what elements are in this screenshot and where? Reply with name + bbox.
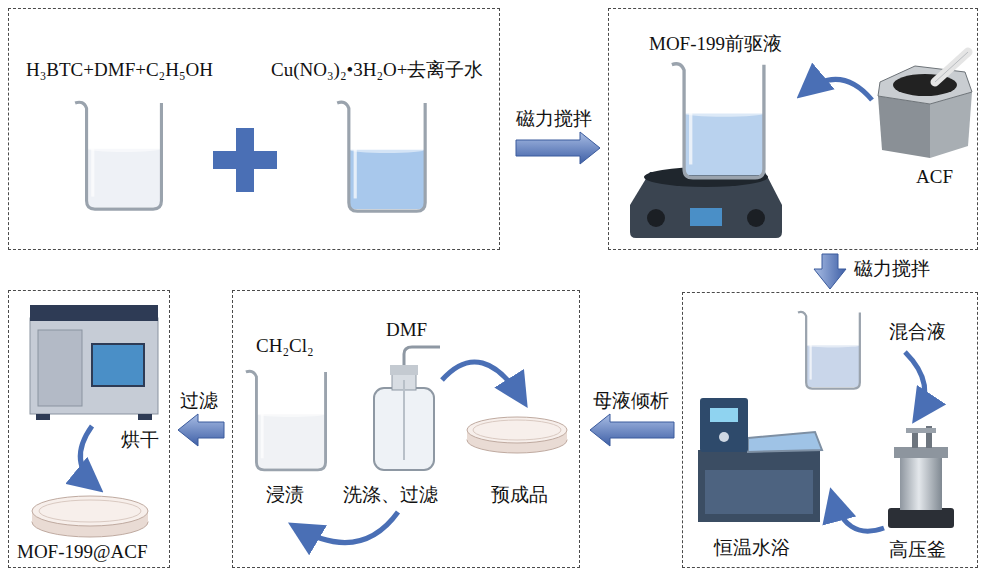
flow-arrow [590, 414, 674, 446]
beaker-copper [337, 102, 425, 211]
step-label: Cu(NO₃)₂•3H₂O+去离子水 [271, 59, 483, 81]
drying-oven [36, 414, 50, 420]
edge-label: 过滤 [178, 390, 220, 412]
dashed-panel: 烘干 MOF-199@ACF [8, 290, 170, 568]
drying-oven [92, 344, 144, 386]
step-label: 洗涤、过滤 [343, 484, 438, 506]
beaker-mixture [798, 312, 860, 389]
flow-arrow [814, 254, 846, 289]
flow-curve [80, 426, 98, 488]
autoclave [894, 447, 948, 458]
step-label: DMF [386, 319, 427, 341]
step-label: MOF-199前驱液 [649, 33, 782, 55]
drying-oven [138, 414, 152, 420]
petri-dish [467, 417, 567, 443]
edge-label: 母液倾析 [591, 390, 671, 412]
flow-curve [442, 362, 524, 402]
drying-oven [30, 305, 158, 321]
flow-arrow [516, 132, 600, 164]
water-bath [700, 398, 748, 452]
autoclave [888, 508, 954, 528]
magnetic-stirrer [647, 209, 665, 227]
step-label: 恒温水浴 [714, 537, 790, 559]
step-label: 烘干 [121, 429, 159, 451]
drying-oven [30, 318, 158, 414]
flow-curve [294, 512, 398, 543]
petri-dish [473, 420, 561, 440]
water-bath [719, 432, 729, 442]
drying-oven [38, 330, 82, 406]
mortar-acf [878, 96, 930, 158]
flow-curve [832, 494, 884, 531]
step-label: 浸渍 [266, 484, 304, 506]
flow-curve [80, 426, 98, 488]
water-bath [705, 470, 813, 514]
wash-bottle [390, 365, 418, 375]
water-bath [748, 432, 822, 452]
beaker-precursor [672, 64, 764, 178]
flow-curve [802, 79, 872, 100]
water-bath [698, 450, 820, 522]
wash-bottle [404, 347, 440, 365]
beaker-dichloromethane [246, 371, 326, 470]
petri-dish [467, 417, 567, 453]
mortar-acf [893, 74, 957, 96]
magnetic-stirrer [747, 209, 765, 227]
edge-label: 磁力搅拌 [514, 108, 594, 130]
mortar-acf [935, 52, 968, 82]
autoclave [912, 432, 918, 448]
wash-bottle [403, 380, 405, 460]
petri-dish [39, 500, 141, 522]
water-bath [698, 398, 822, 522]
mortar-acf [878, 66, 972, 104]
plus-sign [213, 128, 277, 192]
drying-oven [30, 305, 158, 420]
mortar-acf [935, 52, 968, 82]
petri-dish [32, 496, 148, 526]
wash-bottle [374, 347, 440, 470]
edge-label: 磁力搅拌 [852, 258, 932, 280]
autoclave [888, 426, 954, 528]
autoclave [906, 428, 936, 433]
step-label: 高压釜 [889, 539, 946, 561]
step-label: H₃BTC+DMF+C₂H₅OH [26, 59, 213, 81]
dashed-panel: MOF-199前驱液 ACF [608, 8, 978, 250]
step-label: MOF-199@ACF [17, 541, 147, 563]
magnetic-stirrer [690, 208, 722, 226]
dashed-panel: CH₂Cl₂ DMF 浸渍 洗涤、过滤 预成品 [232, 290, 580, 568]
autoclave [900, 456, 942, 510]
plus-sign [213, 151, 277, 169]
beaker-precursor [672, 64, 764, 178]
water-bath [710, 408, 738, 422]
flow-arrow [178, 414, 224, 446]
flow-curve [832, 352, 925, 531]
mortar-acf [878, 52, 972, 158]
flow-curve [294, 362, 524, 543]
beaker-mixture [798, 312, 860, 389]
flow-curve [802, 79, 872, 100]
flow-curve [905, 352, 925, 418]
beaker-dichloromethane [246, 371, 326, 470]
step-label: ACF [916, 166, 953, 188]
dashed-panel: H₃BTC+DMF+C₂H₅OH Cu(NO₃)₂•3H₂O+去离子水 [8, 8, 500, 250]
step-label: CH₂Cl₂ [256, 335, 314, 357]
step-label: 预成品 [491, 484, 548, 506]
dashed-panel: 混合液恒温水浴 高压釜 [682, 292, 978, 568]
petri-dish [32, 496, 148, 537]
beaker-copper [337, 102, 425, 211]
step-label: 混合液 [889, 321, 946, 343]
beaker-organic [75, 102, 161, 209]
beaker-organic [75, 102, 161, 209]
